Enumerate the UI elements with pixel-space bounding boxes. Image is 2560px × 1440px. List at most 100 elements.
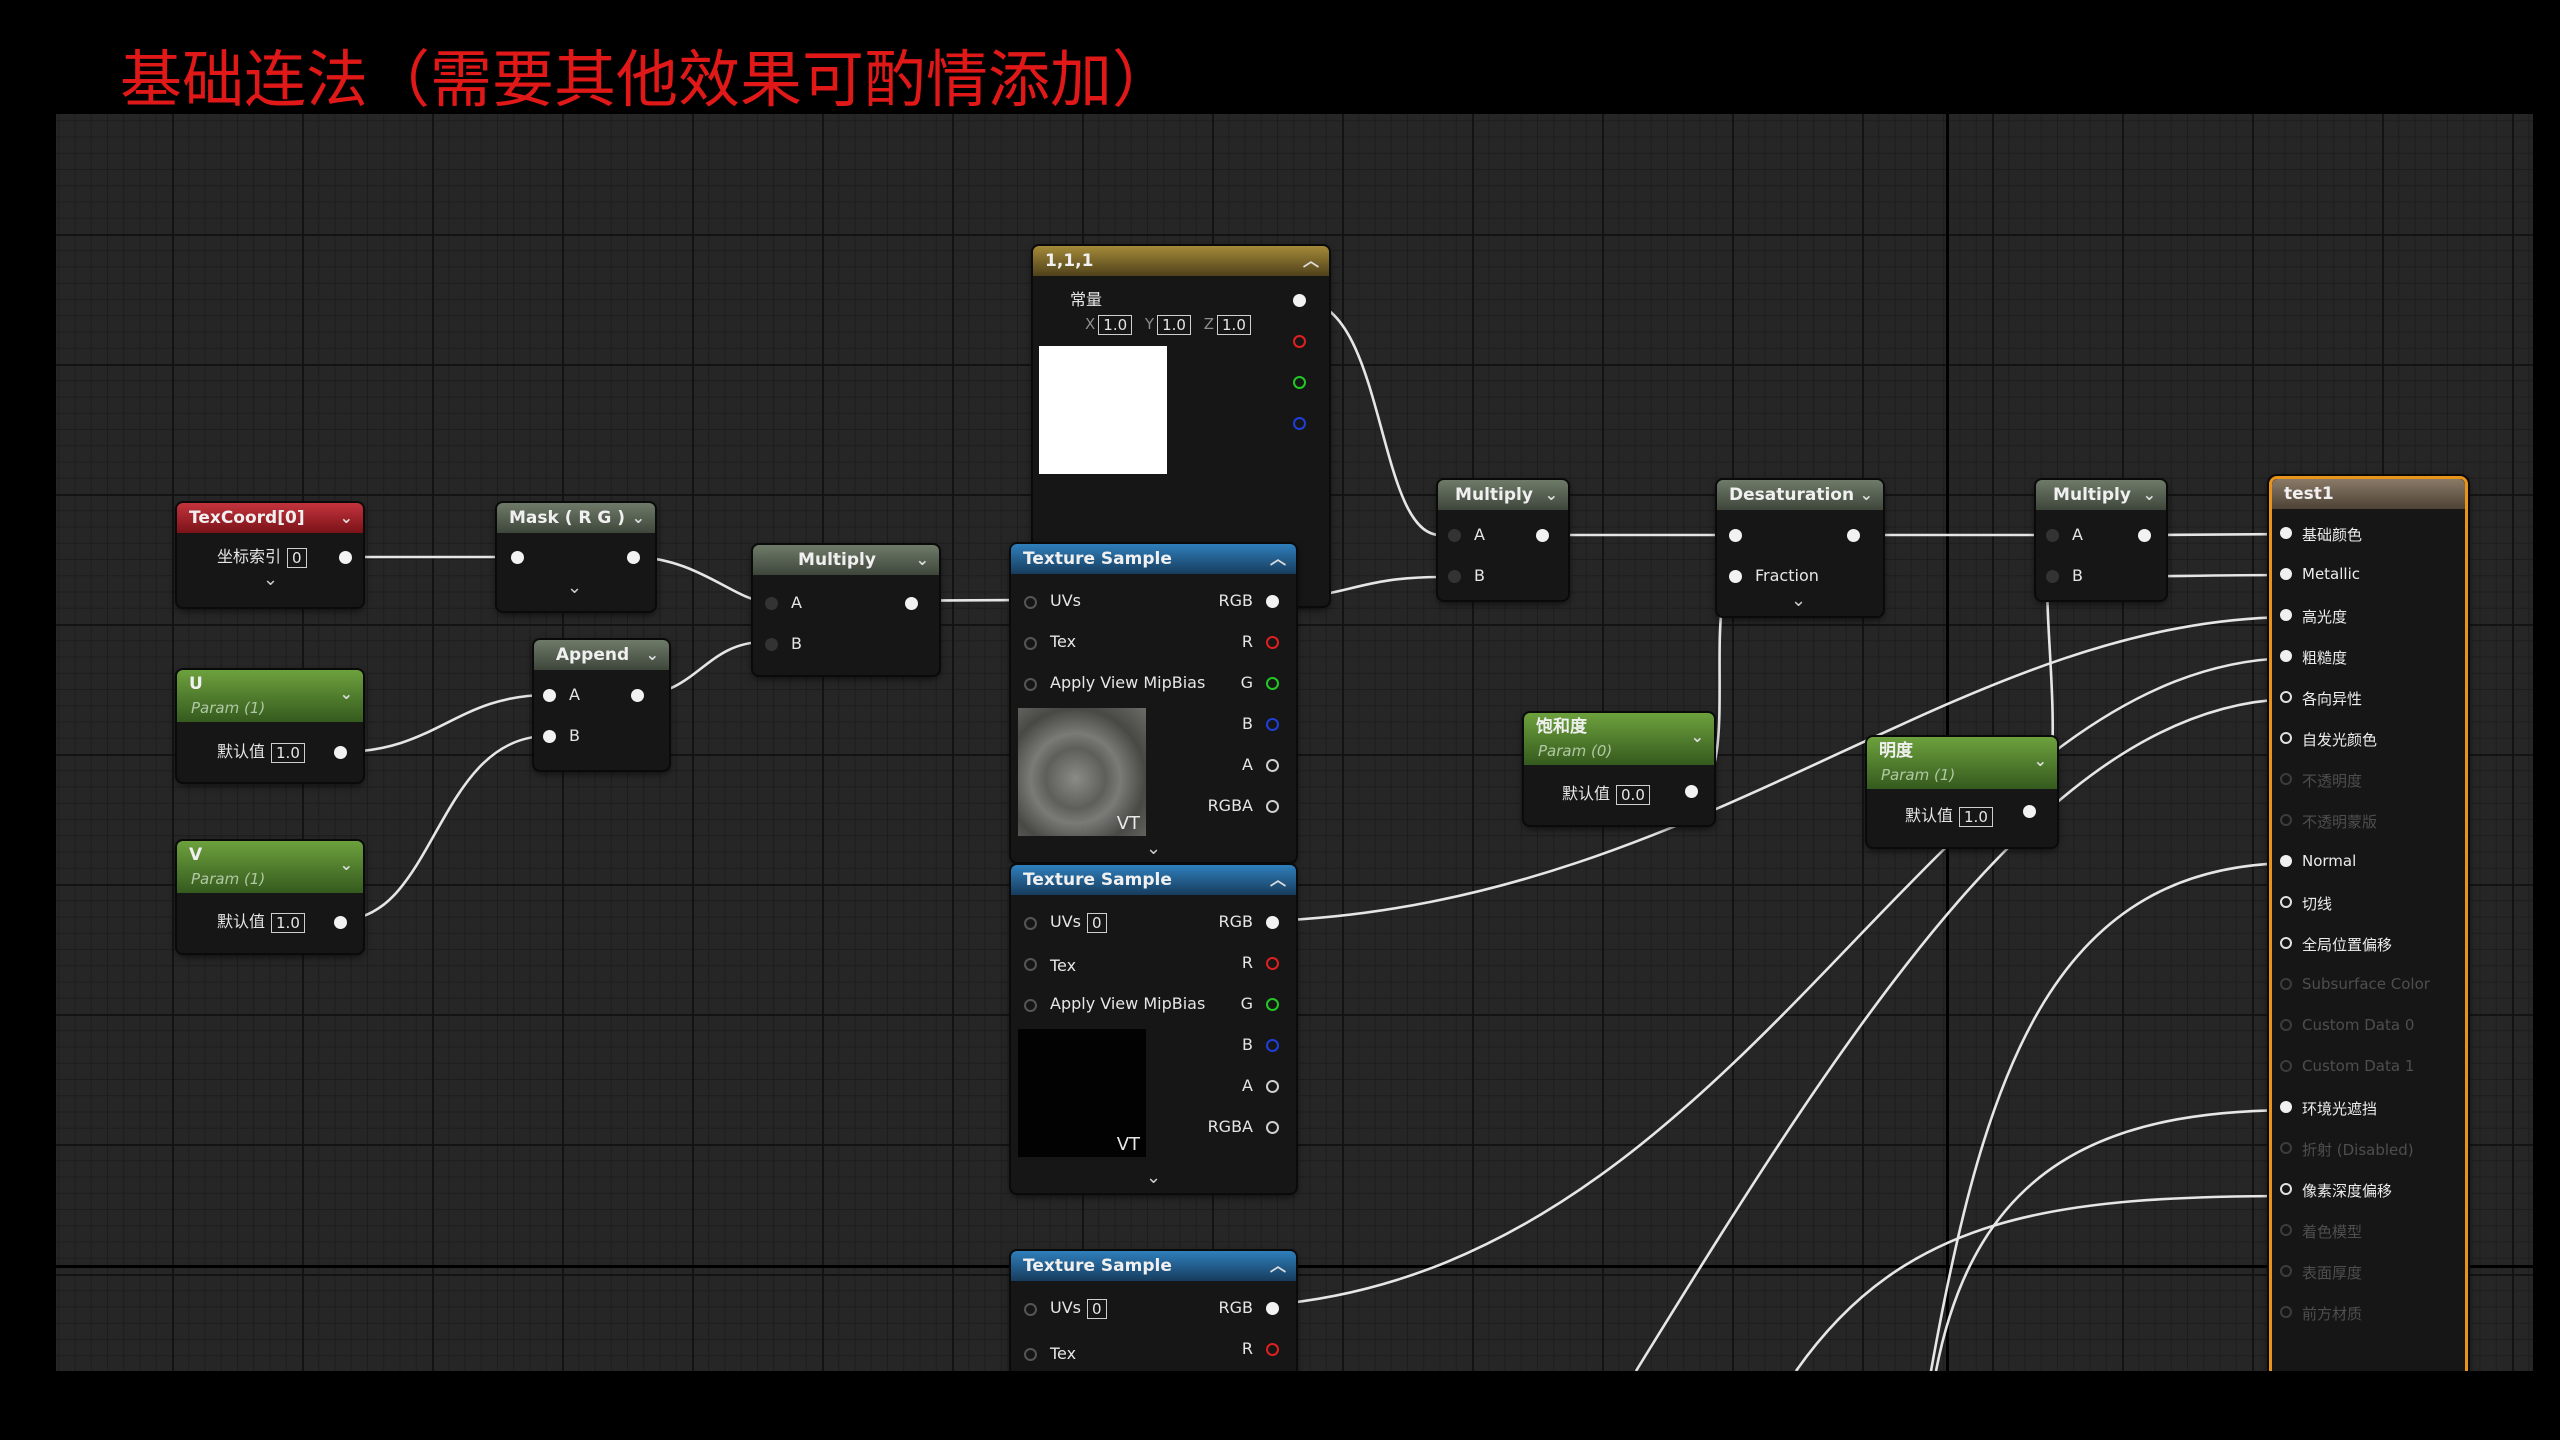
chevron-down-icon[interactable]: ⌄: [1690, 727, 1704, 746]
chevron-down-icon[interactable]: ⌄: [339, 855, 353, 874]
material-input-row[interactable]: 像素深度偏移: [2280, 1180, 2392, 1201]
tex-input-pin[interactable]: [1024, 637, 1037, 650]
input-pin-b[interactable]: [543, 730, 556, 743]
material-input-row[interactable]: 粗糙度: [2280, 647, 2347, 668]
node-header[interactable]: Desaturation⌄: [1717, 480, 1883, 510]
material-input-pin[interactable]: [2280, 1183, 2292, 1195]
collapse-chevron-up-icon[interactable]: ︿: [1269, 549, 1286, 568]
output-pin-b[interactable]: [1266, 1039, 1279, 1052]
output-pin[interactable]: [631, 689, 644, 702]
node-header[interactable]: 1,1,1︿: [1033, 246, 1329, 276]
material-input-row[interactable]: 环境光遮挡: [2280, 1098, 2377, 1119]
expand-chevron-icon[interactable]: ⌄: [567, 577, 583, 598]
collapse-chevron-up-icon[interactable]: ︿: [1269, 1256, 1286, 1275]
output-pin-g[interactable]: [1266, 998, 1279, 1011]
output-pin-r[interactable]: [1266, 957, 1279, 970]
output-pin-a[interactable]: [1266, 1080, 1279, 1093]
output-pin-rgb[interactable]: [1266, 1302, 1279, 1315]
node-header[interactable]: Texture Sample︿: [1011, 1251, 1296, 1281]
output-pin-rgb[interactable]: [1266, 595, 1279, 608]
output-pin[interactable]: [334, 916, 347, 929]
material-input-pin[interactable]: [2280, 937, 2292, 949]
output-pin-rgb[interactable]: [1266, 916, 1279, 929]
output-pin-a[interactable]: [1266, 759, 1279, 772]
chevron-down-icon[interactable]: ⌄: [2142, 485, 2156, 504]
material-input-pin[interactable]: [2280, 650, 2292, 662]
material-input-row[interactable]: Metallic: [2280, 565, 2360, 583]
output-pin[interactable]: [2138, 529, 2151, 542]
uvs-index-field[interactable]: 0: [1087, 1298, 1107, 1319]
mipbias-input-pin[interactable]: [1024, 678, 1037, 691]
node-header[interactable]: Texture Sample︿: [1011, 865, 1296, 895]
node-header[interactable]: test1: [2272, 479, 2465, 509]
desaturation-node[interactable]: Desaturation⌄ Fraction ⌄: [1717, 480, 1883, 616]
collapse-chevron-up-icon[interactable]: ︿: [1302, 251, 1319, 270]
chevron-down-icon[interactable]: ⌄: [339, 508, 353, 527]
output-pin[interactable]: [334, 746, 347, 759]
node-header[interactable]: Multiply⌄: [753, 545, 939, 575]
material-input-pin[interactable]: [2280, 855, 2292, 867]
output-pin[interactable]: [2023, 805, 2036, 818]
chevron-down-icon[interactable]: ⌄: [645, 645, 659, 664]
node-header[interactable]: TexCoord[0]⌄: [177, 503, 363, 533]
material-input-pin[interactable]: [2280, 691, 2292, 703]
output-pin-b[interactable]: [1293, 417, 1306, 430]
output-pin-g[interactable]: [1293, 376, 1306, 389]
expand-chevron-icon[interactable]: ⌄: [263, 569, 279, 590]
chevron-down-icon[interactable]: ⌄: [339, 684, 353, 703]
tex-input-pin[interactable]: [1024, 1348, 1037, 1361]
tex-input-pin[interactable]: [1024, 958, 1037, 971]
chevron-down-icon[interactable]: ⌄: [915, 550, 929, 569]
material-input-row[interactable]: 高光度: [2280, 606, 2347, 627]
multiply-node-3[interactable]: Multiply⌄ A B: [2036, 480, 2166, 600]
input-pin[interactable]: [511, 551, 524, 564]
uvs-index-field[interactable]: 0: [1087, 912, 1107, 933]
expand-chevron-icon[interactable]: ⌄: [1146, 1167, 1162, 1188]
append-node[interactable]: Append⌄ A B: [534, 640, 669, 770]
material-input-pin[interactable]: [2280, 896, 2292, 908]
multiply-node-2[interactable]: Multiply⌄ A B: [1438, 480, 1568, 600]
material-input-pin[interactable]: [2280, 609, 2292, 621]
coordinate-index-field[interactable]: 0: [287, 547, 307, 568]
default-value-field[interactable]: 1.0: [271, 912, 305, 933]
input-pin-a[interactable]: [2046, 529, 2059, 542]
uvs-input-pin[interactable]: [1024, 596, 1037, 609]
material-input-row[interactable]: 全局位置偏移: [2280, 934, 2392, 955]
output-pin-rgba[interactable]: [1266, 1121, 1279, 1134]
material-input-row[interactable]: Normal: [2280, 852, 2356, 870]
output-pin-r[interactable]: [1266, 1343, 1279, 1356]
multiply-node-1[interactable]: Multiply⌄ A B: [753, 545, 939, 675]
output-pin-g[interactable]: [1266, 677, 1279, 690]
z-value-field[interactable]: 1.0: [1217, 314, 1251, 335]
node-header[interactable]: Mask ( R G )⌄: [497, 503, 655, 533]
input-pin-a[interactable]: [765, 597, 778, 610]
uvs-input-pin[interactable]: [1024, 1303, 1037, 1316]
material-input-pin[interactable]: [2280, 1101, 2292, 1113]
material-input-pin[interactable]: [2280, 732, 2292, 744]
expand-chevron-icon[interactable]: ⌄: [1146, 838, 1162, 859]
material-input-row[interactable]: 各向异性: [2280, 688, 2362, 709]
default-value-field[interactable]: 0.0: [1616, 784, 1650, 805]
input-pin-a[interactable]: [543, 689, 556, 702]
output-pin[interactable]: [1536, 529, 1549, 542]
default-value-field[interactable]: 1.0: [1959, 806, 1993, 827]
chevron-down-icon[interactable]: ⌄: [631, 508, 645, 527]
expand-chevron-icon[interactable]: ⌄: [1791, 590, 1807, 611]
material-input-row[interactable]: 自发光颜色: [2280, 729, 2377, 750]
output-pin[interactable]: [905, 597, 918, 610]
mipbias-input-pin[interactable]: [1024, 999, 1037, 1012]
output-pin-r[interactable]: [1293, 335, 1306, 348]
node-header[interactable]: Multiply⌄: [2036, 480, 2166, 510]
output-pin[interactable]: [339, 551, 352, 564]
node-header[interactable]: Texture Sample︿: [1011, 544, 1296, 574]
output-pin[interactable]: [1847, 529, 1860, 542]
